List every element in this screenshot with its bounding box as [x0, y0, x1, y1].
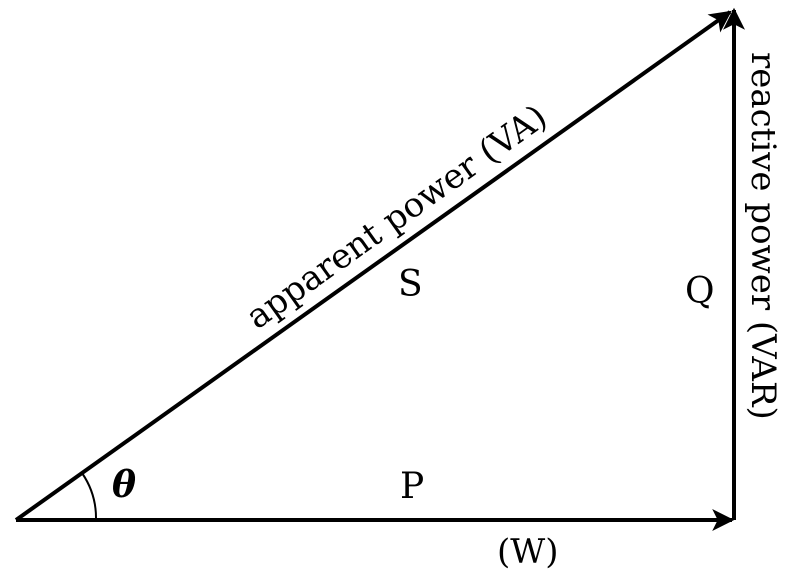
- reactive-power-label: reactive power (VAR): [743, 52, 783, 420]
- angle-arc: [81, 472, 98, 521]
- reactive-power-symbol: Q: [685, 271, 715, 312]
- real-power-unit-label: (W): [497, 532, 558, 572]
- apparent-power-arrow: [14, 10, 732, 522]
- apparent-power-label: apparent power (VA): [239, 97, 555, 337]
- angle-symbol: θ: [112, 464, 136, 506]
- real-power-symbol: P: [400, 466, 424, 507]
- apparent-power-symbol: S: [398, 264, 423, 305]
